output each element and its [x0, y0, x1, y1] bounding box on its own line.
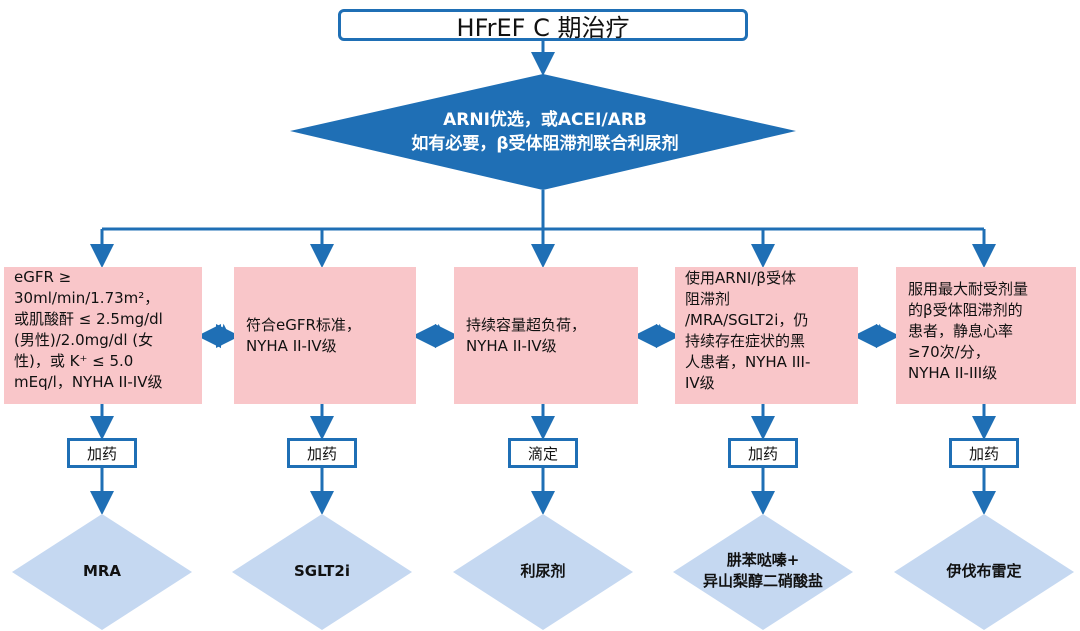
link-arrow-2-3: [412, 323, 459, 349]
drug-line: MRA: [82, 562, 122, 580]
drug-line: SGLT2i: [293, 562, 350, 580]
condition-line: 持续存在症状的黑: [685, 332, 806, 350]
action-tag-add: 加药: [67, 438, 137, 468]
condition-line: 患者，静息心率: [908, 322, 1014, 340]
condition-box-egfr: eGFR ≥ 30ml/min/1.73m²， 或肌酸酐 ≤ 2.5mg/dl …: [4, 267, 202, 404]
action-tag-add: 加药: [949, 438, 1019, 468]
action-label: 加药: [968, 444, 999, 463]
drug-label-diuretic: 利尿剂: [458, 561, 628, 582]
drug-diamond-3: [453, 514, 633, 630]
action-label: 加药: [86, 444, 117, 463]
condition-box-hydralazine: 使用ARNI/β受体 阻滞剂 /MRA/SGLT2i，仍 持续存在症状的黑 人患…: [675, 267, 858, 404]
action-tag-titrate: 滴定: [508, 438, 578, 468]
condition-line: 30ml/min/1.73m²，: [14, 289, 160, 307]
action-tag-add: 加药: [728, 438, 798, 468]
condition-line: mEq/l，NYHA II-IV级: [14, 373, 163, 391]
condition-line: 性)，或 K⁺ ≤ 5.0: [14, 352, 134, 370]
condition-line: 或肌酸酐 ≤ 2.5mg/dl: [14, 310, 163, 328]
drug-label-ivabradine: 伊伐布雷定: [899, 561, 1069, 582]
title-box: HFrEF C 期治疗: [338, 9, 748, 42]
condition-line: 阻滞剂: [685, 290, 731, 308]
action-label: 加药: [747, 444, 778, 463]
drug-diamond-1: [12, 514, 192, 630]
title-text: HFrEF C 期治疗: [456, 13, 630, 42]
decision-line-2: 如有必要，β受体阻滞剂联合利尿剂: [411, 134, 679, 154]
link-arrow-1-2: [197, 323, 240, 349]
link-arrow-3-4: [633, 323, 680, 349]
condition-line: 的β受体阻滞剂的: [908, 301, 1023, 319]
condition-line: (男性)/2.0mg/dl (女: [14, 331, 154, 349]
drug-line: 异山梨醇二硝酸盐: [702, 572, 823, 590]
drug-diamond-4: [673, 514, 853, 630]
drug-line: 利尿剂: [520, 562, 566, 580]
decision-text: ARNI优选，或ACEI/ARB 如有必要，β受体阻滞剂联合利尿剂: [340, 108, 750, 156]
condition-line: eGFR ≥: [14, 268, 72, 286]
condition-line: NYHA II-IV级: [466, 336, 557, 355]
condition-line: 人患者，NYHA III-: [685, 353, 811, 371]
condition-line: /MRA/SGLT2i，仍: [685, 311, 809, 329]
condition-line: 使用ARNI/β受体: [685, 269, 796, 287]
condition-line: IV级: [685, 374, 715, 392]
condition-box-ivabradine: 服用最大耐受剂量 的β受体阻滞剂的 患者，静息心率 ≥70次/分， NYHA I…: [896, 267, 1076, 404]
drug-line: 伊伐布雷定: [946, 562, 1022, 580]
action-tag-add: 加药: [287, 438, 357, 468]
condition-line: NYHA II-IV级: [246, 336, 337, 355]
link-arrow-4-5: [853, 323, 900, 349]
condition-box-sglt2i: 符合eGFR标准， NYHA II-IV级: [234, 267, 416, 404]
condition-box-diuretic: 持续容量超负荷， NYHA II-IV级: [454, 267, 638, 404]
condition-line: 持续容量超负荷，: [466, 315, 587, 334]
decision-line-1: ARNI优选，或ACEI/ARB: [443, 110, 647, 130]
decision-diamond: [290, 74, 796, 190]
drug-label-mra: MRA: [17, 561, 187, 582]
condition-line: NYHA II-III级: [908, 364, 998, 382]
drug-label-hydralazine: 肼苯哒嗪+ 异山梨醇二硝酸盐: [678, 550, 848, 592]
drug-line: 肼苯哒嗪+: [726, 551, 800, 569]
action-label: 滴定: [527, 444, 558, 463]
condition-line: 服用最大耐受剂量: [908, 280, 1029, 298]
drug-diamond-2: [232, 514, 412, 630]
condition-line: 符合eGFR标准，: [246, 315, 361, 334]
condition-line: ≥70次/分，: [908, 343, 990, 361]
drug-diamond-5: [894, 514, 1074, 630]
drug-label-sglt2i: SGLT2i: [237, 561, 407, 582]
action-label: 加药: [306, 444, 337, 463]
